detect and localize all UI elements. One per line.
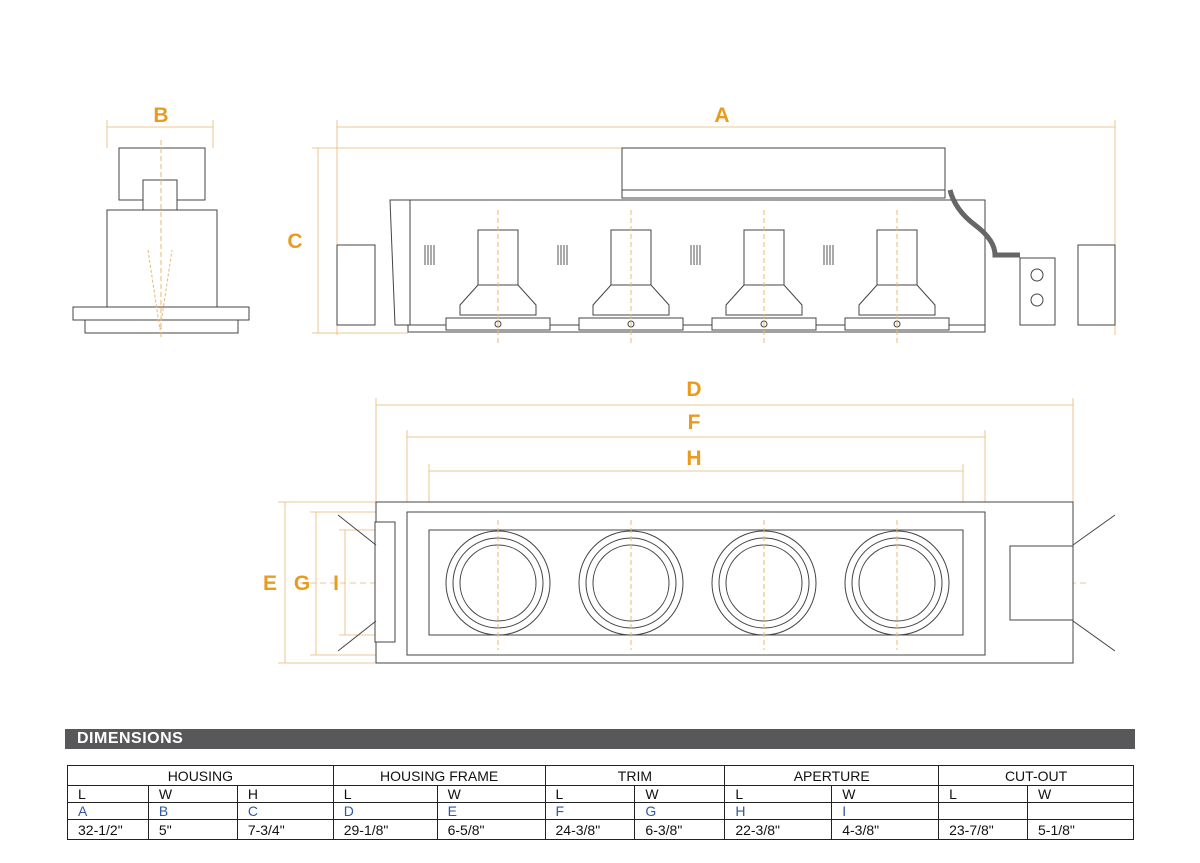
dimension-axis: L — [938, 785, 1028, 803]
technical-drawing: B A C D F H E G I — [72, 104, 1116, 664]
dimension-axis: W — [147, 785, 238, 803]
dimension-value: 5" — [147, 819, 238, 840]
dimension-value: 22-3/8" — [724, 819, 833, 840]
dim-label-a: A — [714, 104, 729, 127]
group-header: HOUSING — [67, 765, 334, 786]
dim-label-b: B — [153, 104, 168, 127]
dimension-letter: D — [332, 802, 438, 820]
side-view — [336, 147, 1116, 333]
top-view — [337, 501, 1116, 664]
dimension-value: 23-7/8" — [938, 819, 1028, 840]
dimension-value: 6-5/8" — [436, 819, 546, 840]
dimension-axis: L — [724, 785, 833, 803]
dimension-letter: C — [236, 802, 334, 820]
group-header: CUT-OUT — [938, 765, 1134, 786]
dimension-axis: L — [332, 785, 438, 803]
dimension-value: 32-1/2" — [67, 819, 149, 840]
dimension-value: 5-1/8" — [1027, 819, 1134, 840]
dimension-value: 24-3/8" — [544, 819, 636, 840]
dimension-letter — [1027, 802, 1134, 820]
dimension-axis: L — [67, 785, 149, 803]
dimension-axis: W — [436, 785, 546, 803]
dim-label-i: I — [333, 572, 339, 595]
dimension-axis: L — [544, 785, 636, 803]
dimension-axis: W — [634, 785, 726, 803]
dimension-value: 6-3/8" — [634, 819, 726, 840]
dimension-axis: W — [831, 785, 940, 803]
dimension-value: 7-3/4" — [236, 819, 334, 840]
dim-label-e: E — [263, 572, 277, 595]
dimension-letter: H — [724, 802, 833, 820]
dimension-letter: F — [544, 802, 636, 820]
group-header: APERTURE — [724, 765, 940, 786]
dimensions-header-bar: DIMENSIONS — [65, 729, 1135, 749]
dimensions-title: DIMENSIONS — [77, 730, 184, 747]
dimension-value: 29-1/8" — [332, 819, 438, 840]
group-header: HOUSING FRAME — [332, 765, 546, 786]
dimension-letter: B — [147, 802, 238, 820]
dimension-letter: I — [831, 802, 940, 820]
end-view — [72, 140, 250, 340]
dimension-axis: H — [236, 785, 334, 803]
dim-label-d: D — [686, 378, 701, 401]
dimension-letter: G — [634, 802, 726, 820]
dim-label-g: G — [294, 572, 310, 595]
dim-label-f: F — [688, 411, 701, 434]
dimension-letter: E — [436, 802, 546, 820]
dimension-value: 4-3/8" — [831, 819, 940, 840]
dimension-letter — [938, 802, 1028, 820]
dimension-axis: W — [1027, 785, 1134, 803]
dimension-letter: A — [67, 802, 149, 820]
group-header: TRIM — [544, 765, 726, 786]
lamp-modules — [424, 210, 950, 650]
dim-label-h: H — [686, 447, 701, 470]
dim-label-c: C — [287, 230, 302, 253]
